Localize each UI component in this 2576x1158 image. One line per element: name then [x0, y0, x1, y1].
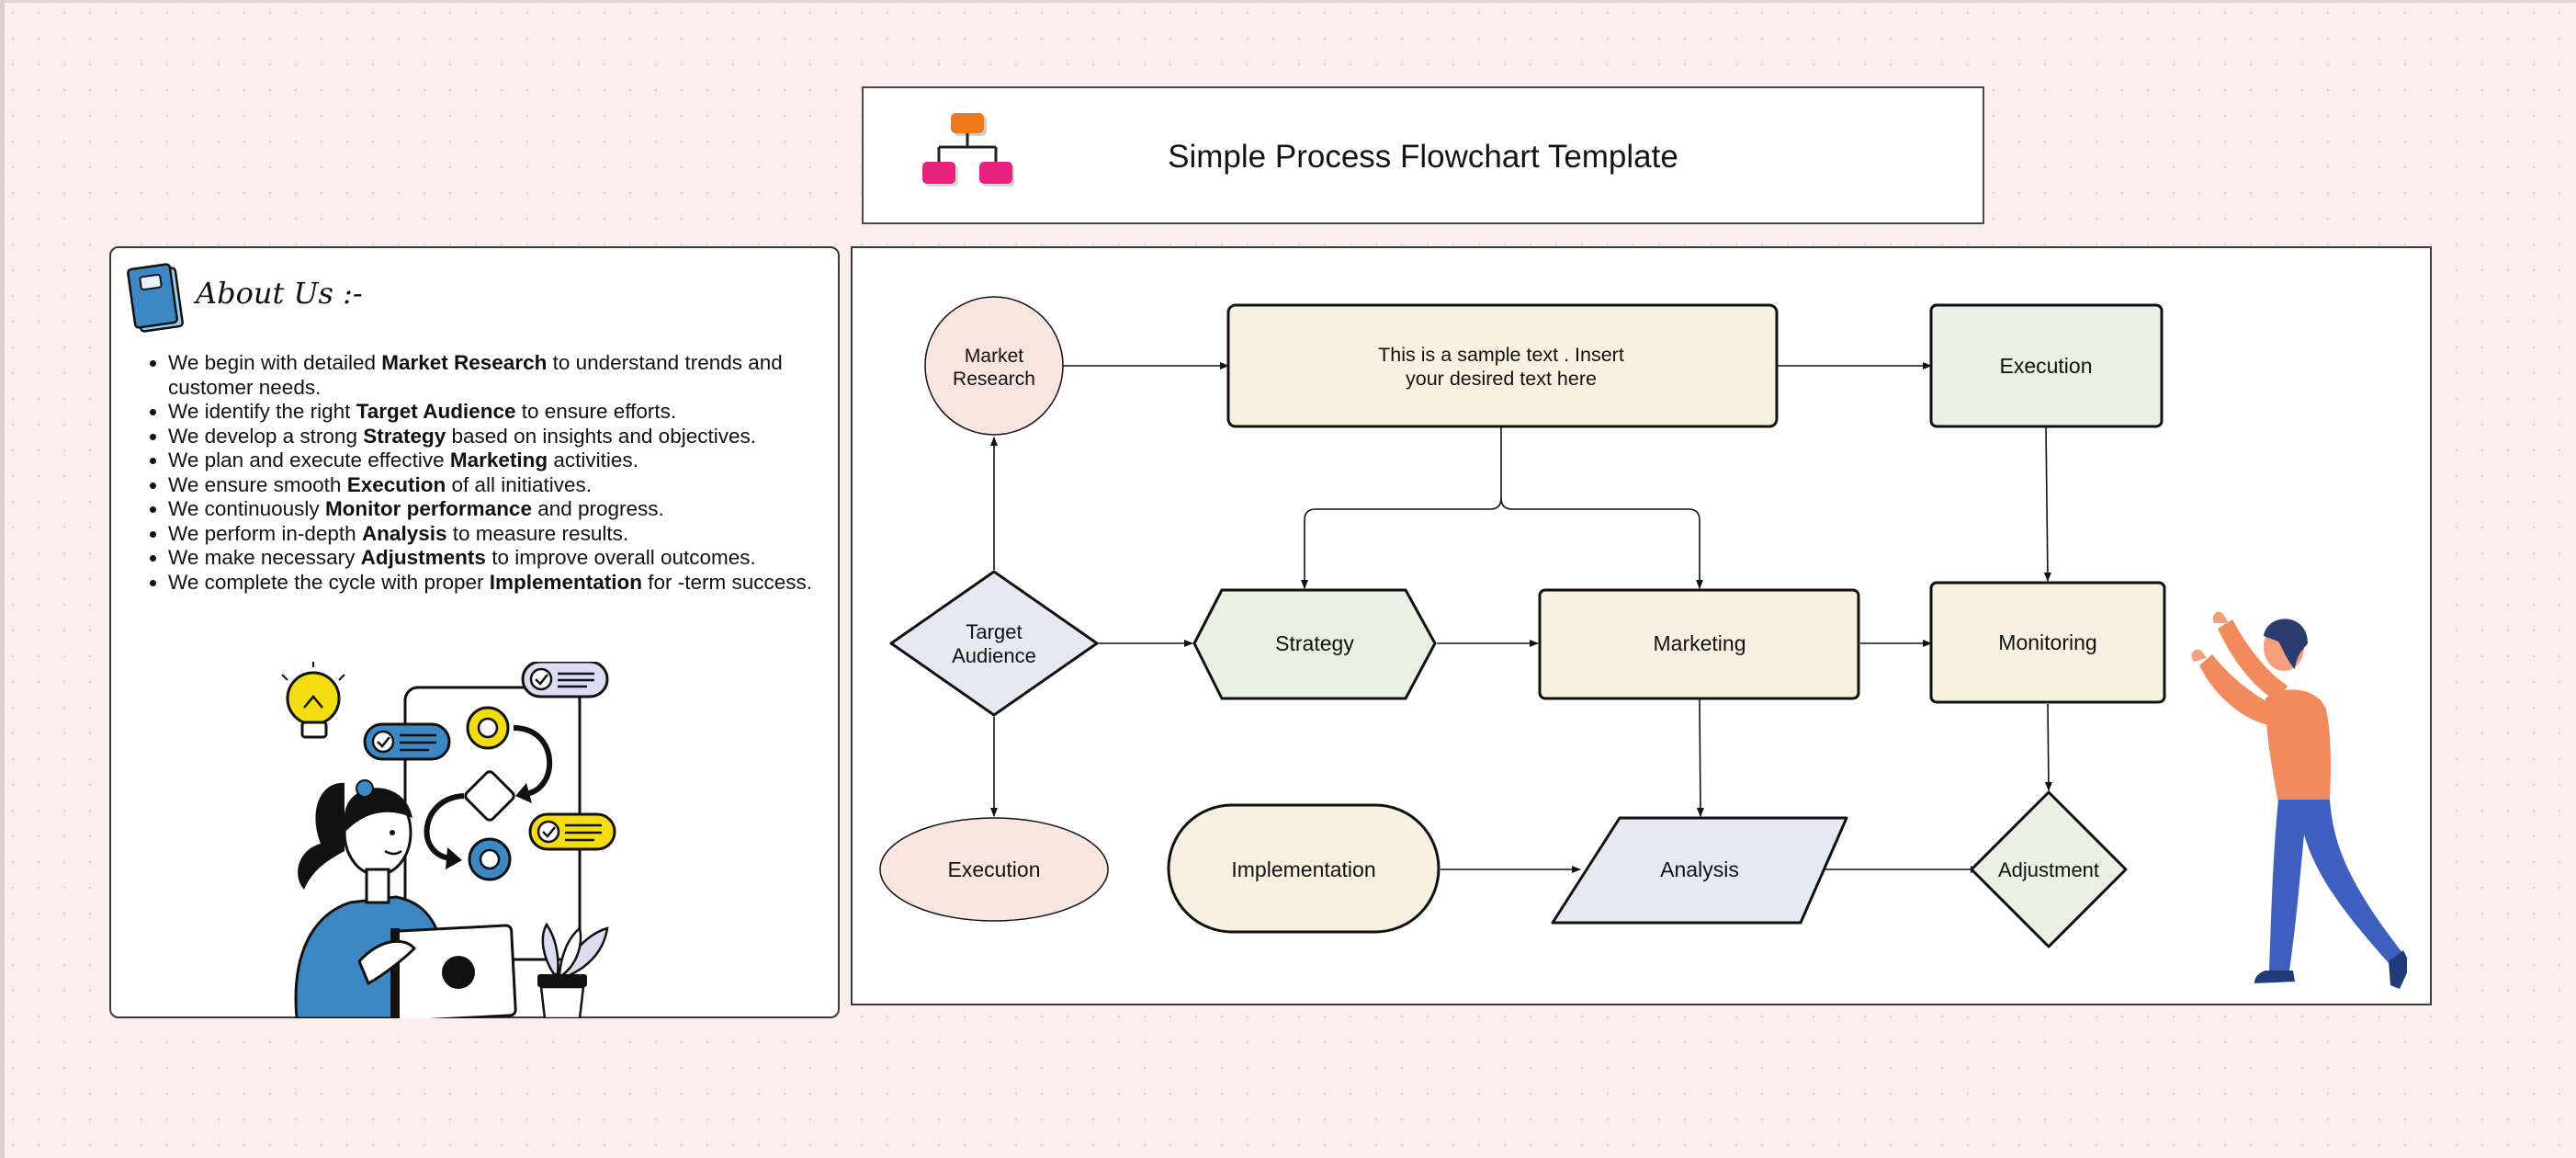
svg-text:Target: Target [966, 620, 1022, 643]
node-implementation[interactable]: Implementation [1167, 803, 1441, 934]
list-item: We continuously Monitor performance and … [168, 497, 866, 522]
list-item: We identify the right Target Audience to… [168, 400, 866, 425]
connector-execution-to-monitoring [2043, 426, 2051, 582]
node-target-audience[interactable]: Target Audience [889, 570, 1099, 717]
node-sample-text[interactable]: This is a sample text . Insert your desi… [1226, 303, 1779, 428]
list-item: We plan and execute effective Marketing … [168, 448, 866, 473]
svg-text:Market: Market [965, 346, 1023, 367]
about-list: We begin with detailed Market Research t… [111, 351, 866, 595]
connector-monitoring-to-adjustment [2044, 703, 2052, 791]
canvas-top-border [0, 0, 2576, 3]
page-title: Simple Process Flowchart Template [1168, 139, 1678, 175]
about-heading: About Us :- [196, 276, 363, 311]
plant-icon [537, 922, 609, 1018]
svg-text:Adjustment: Adjustment [1998, 858, 2099, 881]
svg-text:Implementation: Implementation [1231, 857, 1375, 881]
checkbox-icon [521, 662, 609, 698]
node-analysis[interactable]: Analysis [1551, 816, 1848, 925]
cheering-person-illustration [2191, 611, 2407, 989]
canvas-left-border [0, 0, 5, 1158]
svg-text:your desired text here: your desired text here [1406, 368, 1597, 390]
notebook-icon [127, 263, 184, 333]
list-item: We make necessary Adjustments to improve… [168, 546, 866, 571]
lightbulb-icon [281, 662, 345, 739]
list-item: We begin with detailed Market Research t… [168, 351, 866, 400]
flowchart-canvas: Market Research This is a sample text . … [879, 296, 2166, 948]
node-monitoring[interactable]: Monitoring [1929, 581, 2166, 704]
title-card[interactable]: Simple Process Flowchart Template [862, 86, 1984, 224]
node-adjustment[interactable]: Adjustment [1970, 790, 2128, 948]
node-execution-bottom[interactable]: Execution [879, 817, 1109, 922]
list-item: We develop a strong Strategy based on in… [168, 425, 866, 449]
list-item: We complete the cycle with proper Implem… [168, 571, 866, 596]
connector-sample-to-marketing [1500, 497, 1703, 589]
svg-text:Analysis: Analysis [1660, 857, 1739, 881]
woman-with-tablet-illustration [281, 662, 616, 1018]
node-marketing[interactable]: Marketing [1538, 588, 1860, 700]
svg-text:Marketing: Marketing [1654, 631, 1746, 655]
node-market-research[interactable]: Market Research [924, 296, 1064, 436]
list-item: We ensure smooth Execution of all initia… [168, 473, 866, 498]
node-execution-top[interactable]: Execution [1929, 303, 2164, 428]
svg-text:Monitoring: Monitoring [1998, 630, 2096, 654]
connector-sample-to-strategy [1301, 426, 1502, 589]
node-strategy[interactable]: Strategy [1192, 588, 1437, 700]
about-panel[interactable]: About Us :- We begin with detailed Marke… [109, 246, 840, 1018]
flowchart-panel[interactable]: Market Research This is a sample text . … [851, 246, 2432, 1005]
list-item: We perform in-depth Analysis to measure … [168, 522, 866, 547]
svg-text:Strategy: Strategy [1275, 631, 1354, 655]
org-chart-icon [922, 113, 1014, 187]
svg-text:Execution: Execution [1999, 354, 2092, 378]
svg-text:Audience: Audience [952, 644, 1036, 667]
svg-text:Research: Research [953, 369, 1035, 390]
svg-text:Execution: Execution [947, 857, 1040, 881]
svg-text:This is a sample text . Insert: This is a sample text . Insert [1378, 344, 1624, 366]
